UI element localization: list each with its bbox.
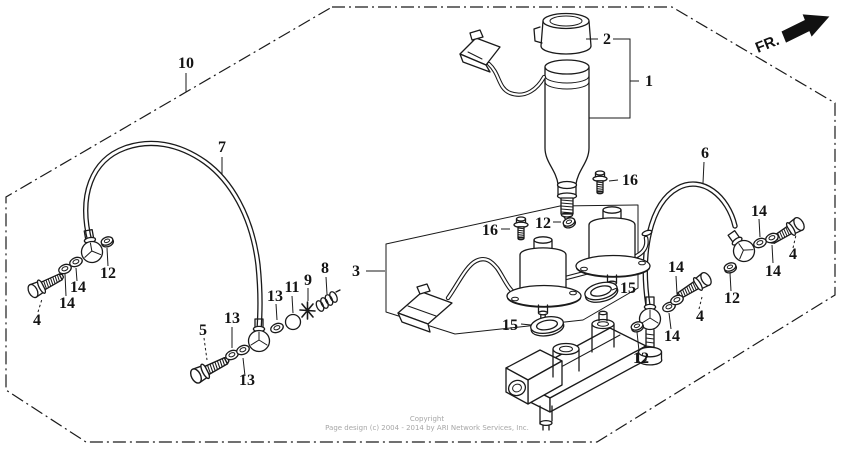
- callout-2: 2: [603, 31, 611, 48]
- callout-14-right-a: 14: [751, 203, 767, 220]
- solenoid-valve-right: [575, 206, 651, 291]
- callout-4-left: 4: [33, 312, 41, 329]
- callout-15-bottom: 15: [502, 317, 518, 334]
- callout-16-center: 16: [482, 222, 498, 239]
- callout-13-c: 13: [267, 288, 283, 305]
- callout-14-bottom-a: 14: [664, 328, 680, 345]
- junction-manifold: [505, 310, 663, 431]
- callout-14-right-b: 14: [765, 263, 781, 280]
- watermark: Copyright Page design (c) 2004 - 2014 by…: [325, 415, 529, 432]
- callout-12-right: 12: [724, 290, 740, 307]
- callout-10: 10: [178, 55, 194, 72]
- callout-3: 3: [352, 263, 360, 280]
- callout-12-left: 12: [100, 265, 116, 282]
- bolt-4-right: [766, 214, 808, 249]
- callout-8: 8: [321, 260, 329, 277]
- hose-7: [83, 140, 263, 333]
- accumulator-assembly: [459, 12, 592, 222]
- washer-13-c: [268, 320, 286, 336]
- callout-14-left-b: 14: [59, 295, 75, 312]
- callout-6: 6: [701, 145, 709, 162]
- callout-14-left-a: 14: [70, 279, 86, 296]
- callout-numbers: 1 2 3 4 4 4 5 6 7 8 9 10 11 12 12 12 12 …: [33, 31, 797, 389]
- accumulator-connector-plug: [459, 29, 501, 73]
- harness-connector-plug: [397, 283, 453, 333]
- clip-9: [299, 301, 316, 320]
- bolt-16-upper: [592, 170, 608, 195]
- nut-12-right: [722, 260, 739, 276]
- check-ball-11: [284, 313, 302, 331]
- callout-4-right: 4: [789, 246, 797, 263]
- callout-13-b: 13: [239, 372, 255, 389]
- bolt-16-center: [513, 216, 529, 241]
- accumulator-wire: [486, 61, 547, 97]
- spring-8: [315, 289, 341, 312]
- callout-1: 1: [645, 73, 653, 90]
- fr-label: FR.: [753, 32, 782, 57]
- accumulator-cap-2: [533, 12, 592, 55]
- callout-12-center: 12: [535, 215, 551, 232]
- fr-arrow-icon: [781, 14, 830, 43]
- callout-leader-lines: [37, 38, 797, 377]
- callout-9: 9: [304, 272, 312, 289]
- o-ring-15-bottom: [528, 313, 566, 339]
- callout-16-upper: 16: [622, 172, 638, 189]
- callout-15-right: 15: [620, 280, 636, 297]
- watermark-line1: Copyright: [410, 415, 444, 423]
- fr-direction-indicator: FR.: [753, 14, 830, 57]
- accumulator-cylinder-1: [544, 59, 590, 222]
- assembly-boundary-outline: [5, 6, 836, 443]
- callout-13-a: 13: [224, 310, 240, 327]
- callout-5: 5: [199, 322, 207, 339]
- banjo-fitting-right: [722, 226, 760, 267]
- nut-12-left: [99, 234, 116, 250]
- callout-14-bottom-b: 14: [668, 259, 684, 276]
- callout-12-bottom: 12: [633, 350, 649, 367]
- watermark-line2: Page design (c) 2004 - 2014 by ARI Netwo…: [325, 424, 529, 432]
- callout-7: 7: [218, 139, 226, 156]
- callout-11: 11: [284, 279, 299, 296]
- callout-4-bottom: 4: [696, 308, 704, 325]
